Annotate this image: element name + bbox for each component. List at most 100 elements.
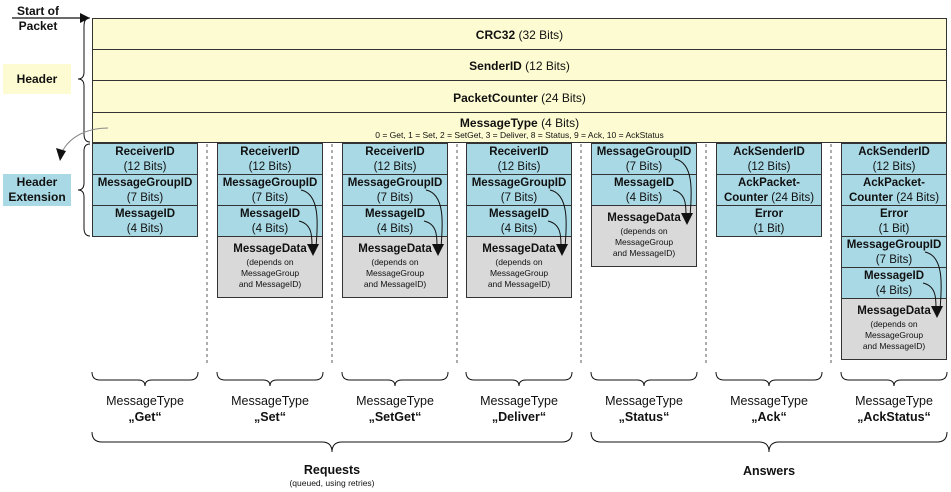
- field-note: and MessageID): [487, 279, 551, 289]
- mt-name: „Get“: [128, 410, 162, 424]
- messagetype-name: MessageType: [459, 116, 538, 130]
- deliver-receiverid: ReceiverID (12 Bits): [466, 143, 572, 175]
- mt-prefix: MessageType: [730, 394, 808, 408]
- crc32-name: CRC32: [475, 28, 516, 42]
- ackstatus-messagegroupid: MessageGroupID (7 Bits): [841, 236, 947, 268]
- field-note: and MessageID): [363, 279, 427, 289]
- start-of-packet-label: Start of Packet: [10, 4, 66, 34]
- messagetype-note: 0 = Get, 1 = Set, 2 = SetGet, 3 = Delive…: [375, 130, 664, 140]
- messagetype-setget-label: MessageType „SetGet“: [342, 393, 448, 425]
- field-name: Error: [754, 208, 784, 220]
- field-name: Error: [879, 208, 909, 220]
- messagetype-status-label: MessageType „Status“: [591, 393, 697, 425]
- status-messagedata: MessageData (depends on MessageGroup and…: [591, 205, 697, 267]
- field-bits: (7 Bits): [251, 192, 289, 204]
- setget-messageid: MessageID (4 Bits): [342, 205, 448, 237]
- field-bits: (1 Bit): [753, 223, 785, 235]
- mt-prefix: MessageType: [855, 394, 933, 408]
- get-receiverid: ReceiverID (12 Bits): [92, 143, 198, 175]
- field-name: ReceiverID: [240, 146, 300, 158]
- messagetype-ack-label: MessageType „Ack“: [716, 393, 822, 425]
- field-bits: (24 Bits): [771, 192, 815, 204]
- data-arrowheads: [307, 213, 943, 318]
- deliver-messagedata: MessageData (depends on MessageGroup and…: [466, 236, 572, 298]
- field-name-cont: Counter: [848, 192, 894, 204]
- mt-name: „Set“: [254, 410, 286, 424]
- mt-name: „Deliver“: [491, 410, 547, 424]
- field-note: MessageGroup: [864, 330, 924, 340]
- answers-title: Answers: [742, 464, 796, 478]
- field-bits: (7 Bits): [376, 192, 414, 204]
- ack-error: Error (1 Bit): [716, 205, 822, 237]
- field-name: MessageID: [863, 270, 925, 282]
- packetcounter-bits: (24 Bits): [541, 91, 586, 105]
- field-bits: (4 Bits): [376, 223, 414, 235]
- field-note: MessageGroup: [489, 268, 549, 278]
- field-bits: (7 Bits): [625, 161, 663, 173]
- ackstatus-messagedata: MessageData (depends on MessageGroup and…: [841, 298, 947, 360]
- header-ext-line1: Header: [16, 175, 58, 189]
- start-label-line2: Packet: [18, 19, 58, 33]
- field-note: (depends on: [870, 319, 918, 329]
- requests-title: Requests: [303, 463, 361, 477]
- field-bits: (12 Bits): [373, 161, 417, 173]
- field-bits: (12 Bits): [123, 161, 167, 173]
- mt-prefix: MessageType: [605, 394, 683, 408]
- field-note: MessageGroup: [365, 268, 425, 278]
- field-name: MessageID: [114, 208, 176, 220]
- messagetype-get-label: MessageType „Get“: [92, 393, 198, 425]
- column-separators: [206, 144, 832, 365]
- field-bits: (7 Bits): [500, 192, 538, 204]
- requests-subtitle: (queued, using retries): [289, 478, 375, 488]
- mt-name: „SetGet“: [368, 410, 422, 424]
- field-name: MessageData: [233, 243, 307, 255]
- field-bits: (4 Bits): [875, 285, 913, 297]
- data-arrows: [298, 158, 942, 310]
- mt-name: „AckStatus“: [857, 410, 931, 424]
- field-name: MessageGroupID: [846, 239, 942, 251]
- set-messagedata: MessageData (depends on MessageGroup and…: [217, 236, 323, 298]
- packetcounter-name: PacketCounter: [453, 91, 538, 105]
- messagetype-bits: (4 Bits): [541, 116, 580, 130]
- field-name: AckPacket-: [862, 177, 925, 189]
- field-note: and MessageID): [612, 248, 676, 258]
- field-bits: (12 Bits): [872, 161, 916, 173]
- ackstatus-error: Error (1 Bit): [841, 205, 947, 237]
- header-row-senderid: SenderID (12 Bits): [92, 49, 947, 81]
- header-extension-label: Header Extension: [3, 174, 71, 206]
- mt-prefix: MessageType: [480, 394, 558, 408]
- mt-prefix: MessageType: [231, 394, 309, 408]
- mt-prefix: MessageType: [106, 394, 184, 408]
- field-name: MessageGroupID: [222, 177, 318, 189]
- field-name: ReceiverID: [489, 146, 549, 158]
- field-name: MessageID: [364, 208, 426, 220]
- status-messagegroupid: MessageGroupID (7 Bits): [591, 143, 697, 175]
- field-bits: (7 Bits): [126, 192, 164, 204]
- senderid-bits: (12 Bits): [525, 59, 570, 73]
- header-brace: [77, 17, 91, 143]
- header-label: Header: [3, 64, 71, 94]
- field-name: MessageGroupID: [97, 177, 193, 189]
- field-name: MessageData: [857, 305, 931, 317]
- field-bits: (4 Bits): [251, 223, 289, 235]
- ackstatus-messageid: MessageID (4 Bits): [841, 267, 947, 299]
- set-messagegroupid: MessageGroupID (7 Bits): [217, 174, 323, 206]
- field-bits: (4 Bits): [126, 223, 164, 235]
- messagetype-set-label: MessageType „Set“: [217, 393, 323, 425]
- column-braces: [91, 371, 948, 387]
- header-ext-line2: Extension: [8, 190, 66, 204]
- deliver-messagegroupid: MessageGroupID (7 Bits): [466, 174, 572, 206]
- setget-messagedata: MessageData (depends on MessageGroup and…: [342, 236, 448, 298]
- field-note: MessageGroup: [240, 268, 300, 278]
- mt-prefix: MessageType: [356, 394, 434, 408]
- field-name: ReceiverID: [365, 146, 425, 158]
- senderid-name: SenderID: [469, 59, 522, 73]
- field-note: and MessageID): [862, 341, 926, 351]
- field-name: AckPacket-: [737, 177, 800, 189]
- field-name: AckSenderID: [858, 146, 930, 158]
- field-bits: (4 Bits): [625, 192, 663, 204]
- status-messageid: MessageID (4 Bits): [591, 174, 697, 206]
- field-note: MessageGroup: [614, 237, 674, 247]
- field-note: (depends on: [371, 257, 419, 267]
